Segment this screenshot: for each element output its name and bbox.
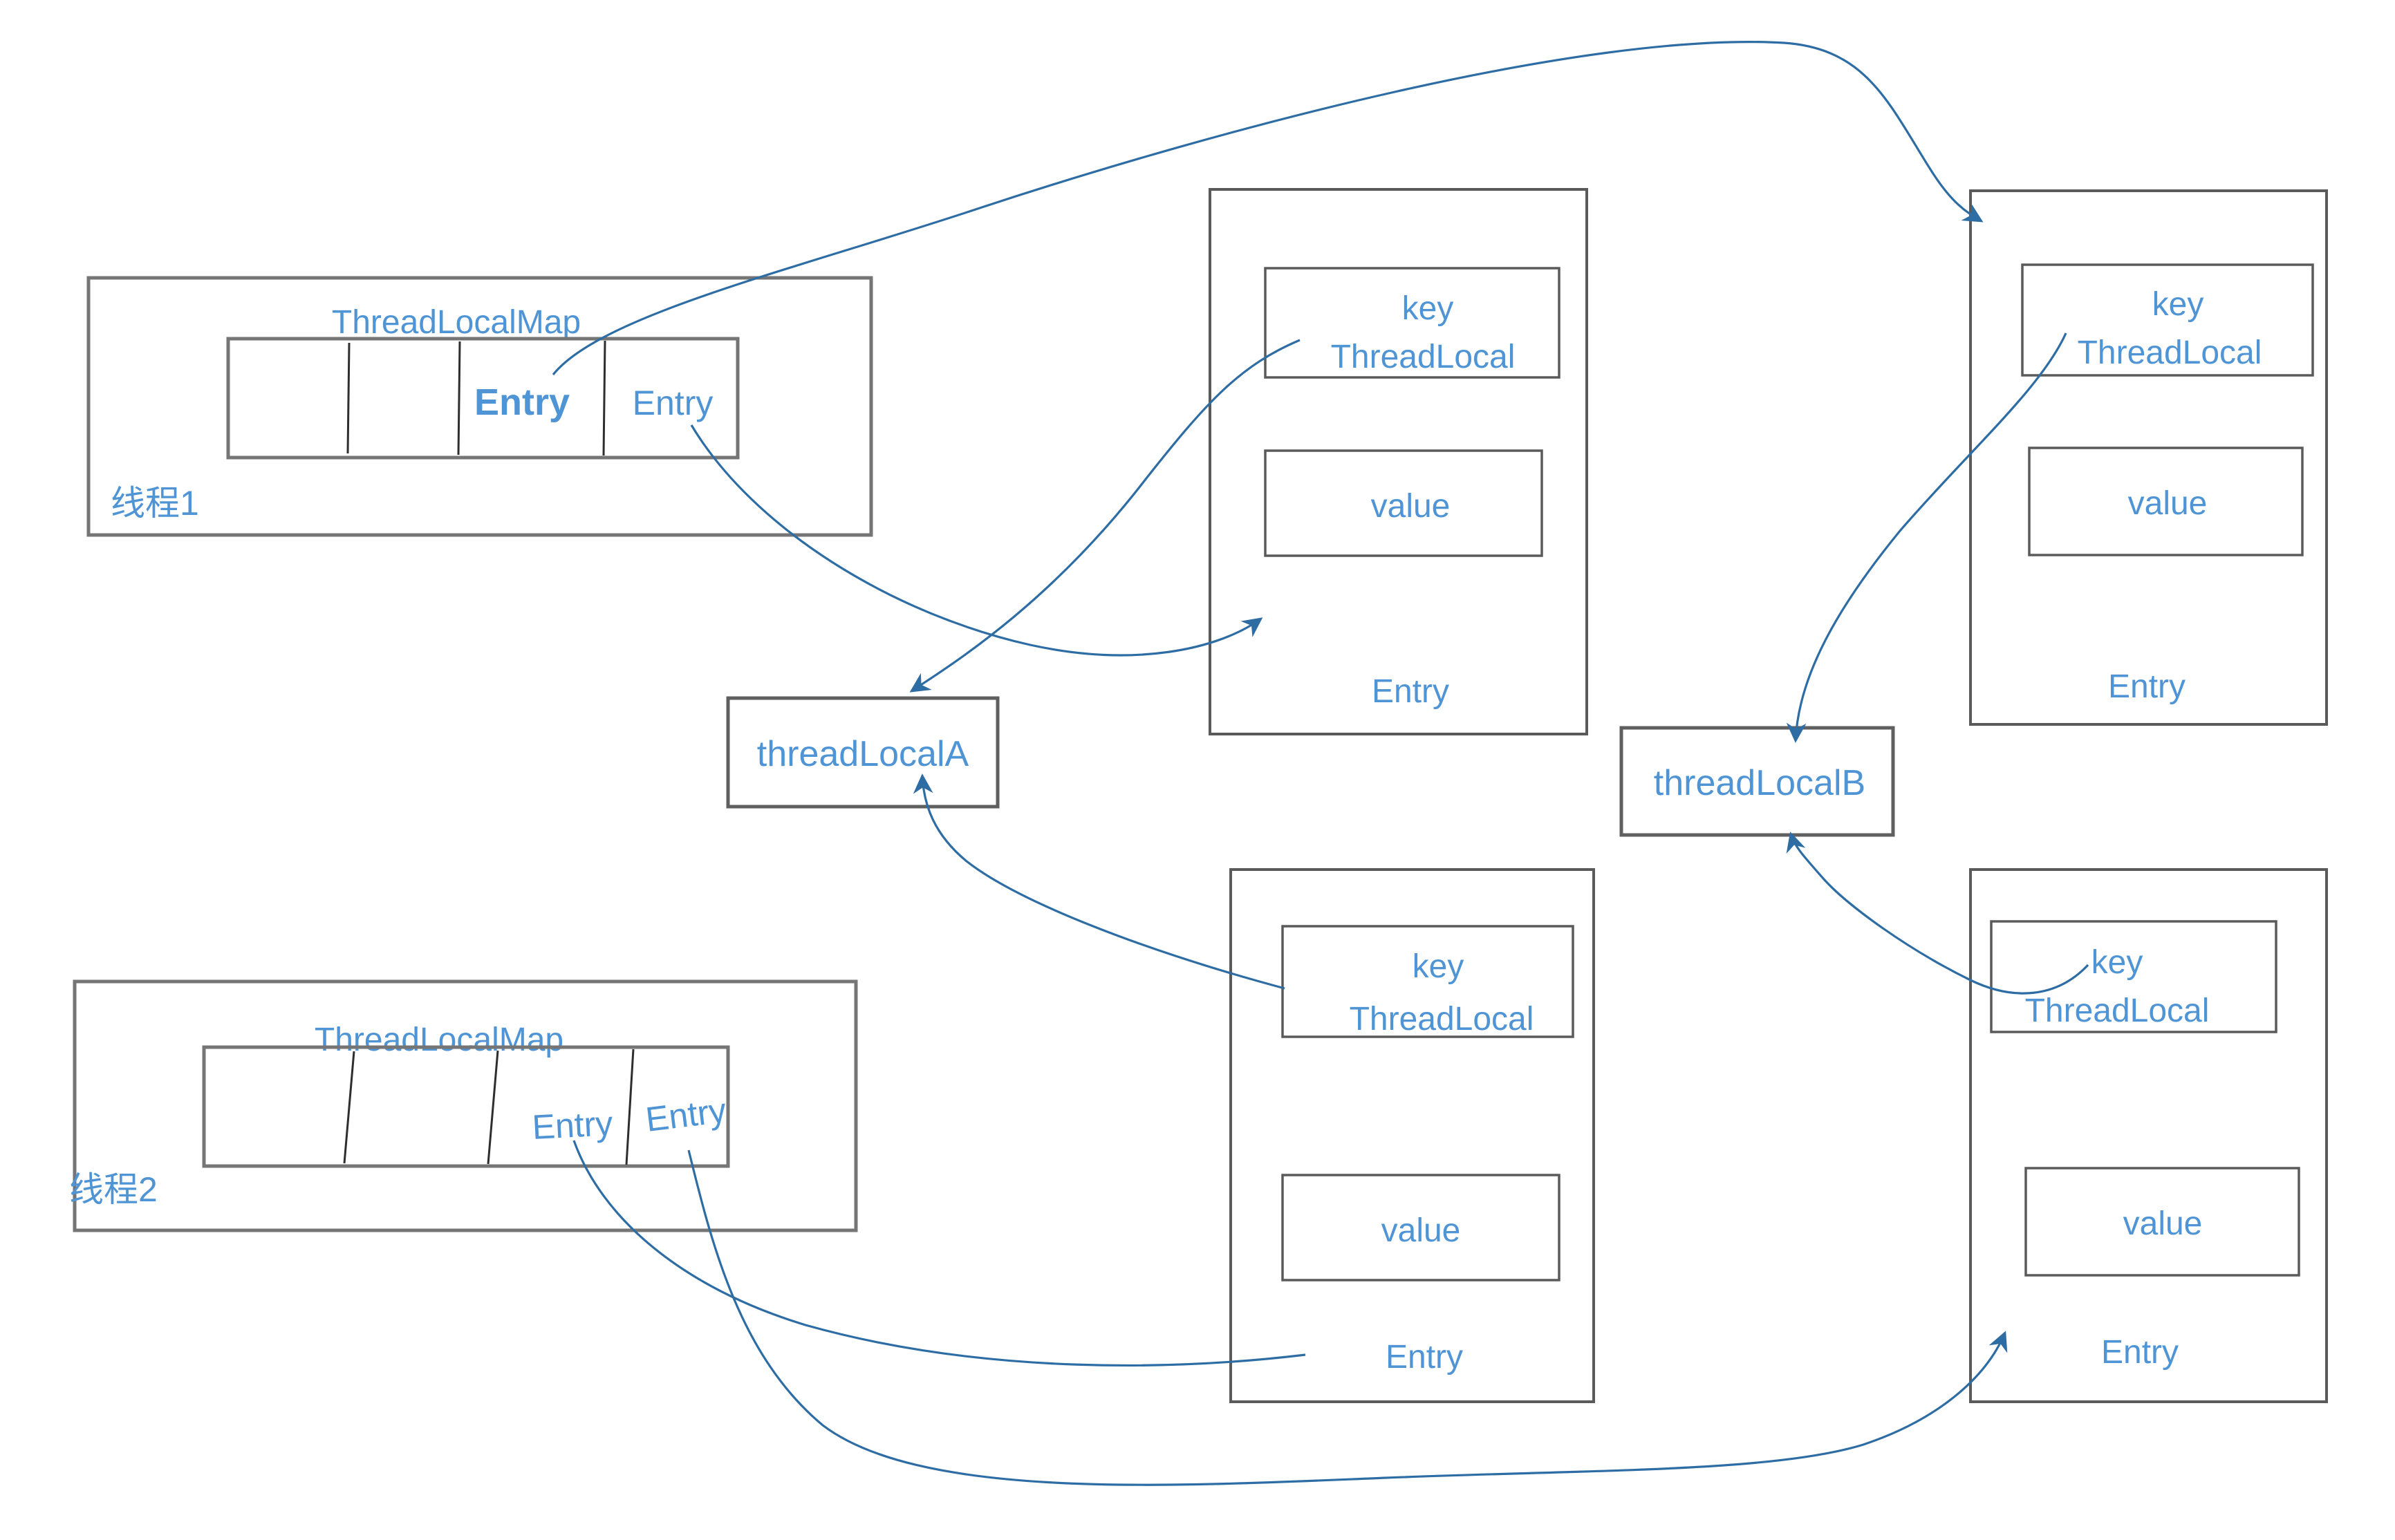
value-label: value (2128, 485, 2208, 522)
arrow-thread2-entry-to-bottom-middle-entry (572, 1140, 1306, 1367)
entry-bottom-middle-value-box (1281, 1174, 1560, 1281)
key-label: key (1413, 948, 1464, 985)
thread1-map-title: ThreadLocalMap (332, 304, 581, 341)
thread1-box (86, 276, 873, 537)
arrow-thread2-entry-to-bottom-right-entry (687, 1149, 2008, 1486)
entry-label: Entry (2108, 668, 2186, 705)
key-type-label: ThreadLocal (2025, 993, 2210, 1029)
thread2-label: 线程2 (69, 1170, 158, 1209)
thread1-label: 线程1 (111, 484, 199, 523)
thread1-cell4-entry-label: Entry (633, 384, 714, 422)
entry-bottom-right-key-box (1990, 920, 2277, 1033)
entry-bottom-middle-box (1229, 868, 1595, 1403)
thread1-map-table (226, 337, 740, 460)
arrow-top-right-key-to-threadlocal-b (1786, 332, 2067, 743)
entry-top-right-box (1969, 189, 2328, 726)
arrows-group (552, 41, 2089, 1486)
entry-top-middle-value-box (1264, 449, 1543, 557)
arrow-bottom-middle-key-to-threadlocal-a (913, 773, 1285, 990)
entry-object-bottom-right: key ThreadLocal value Entry (1969, 868, 2328, 1403)
threadlocal-a-group: threadLocalA (726, 696, 1000, 809)
key-label: key (2152, 286, 2204, 323)
key-type-label: ThreadLocal (2078, 335, 2262, 371)
arrow-top-middle-key-to-threadlocal-a (909, 339, 1301, 693)
entry-top-middle-key-box (1264, 267, 1560, 379)
thread2-group: ThreadLocalMap Entry Entry 线程2 (69, 979, 858, 1232)
thread2-map-table (202, 1045, 730, 1168)
entry-top-right-value-box (2028, 447, 2304, 556)
threadlocal-b-group: threadLocalB (1619, 726, 1895, 837)
thread2-cell-divider-1 (343, 1051, 355, 1164)
arrow-bottom-right-key-to-threadlocal-b (1786, 832, 2089, 995)
entry-bottom-right-value-box (2024, 1167, 2300, 1277)
thread2-cell3-entry-label: Entry (531, 1104, 613, 1147)
key-label: key (1402, 290, 1454, 327)
threadlocal-a-box (726, 696, 1000, 809)
entry-bottom-right-box (1969, 868, 2328, 1403)
thread1-cell3-entry-label: Entry (474, 382, 570, 423)
entry-label: Entry (2101, 1334, 2179, 1371)
thread1-cell-divider-1 (346, 342, 351, 454)
entry-object-top-middle: key ThreadLocal value Entry (1209, 188, 1588, 735)
value-label: value (1381, 1212, 1461, 1249)
entry-label: Entry (1372, 673, 1449, 710)
thread1-group: ThreadLocalMap Entry Entry 线程1 (86, 276, 873, 537)
arrow-thread1-entry-to-top-middle-entry (690, 424, 1263, 657)
arrow-thread1-entry-to-top-right-entry (552, 41, 1984, 376)
entry-label: Entry (1386, 1339, 1463, 1375)
key-type-label: ThreadLocal (1331, 339, 1516, 375)
thread1-cell-divider-3 (602, 340, 606, 456)
entry-top-middle-box (1209, 188, 1588, 735)
thread1-cell-divider-2 (457, 341, 461, 456)
value-label: value (2123, 1205, 2203, 1242)
threadlocal-b-box (1619, 726, 1895, 837)
entry-top-right-key-box (2021, 263, 2314, 377)
key-type-label: ThreadLocal (1350, 1001, 1534, 1037)
threadlocal-b-label: threadLocalB (1654, 763, 1865, 803)
key-label: key (2091, 944, 2143, 981)
entry-object-top-right: key ThreadLocal value Entry (1969, 189, 2328, 726)
thread2-cell4-entry-label: Entry (644, 1091, 729, 1139)
entry-object-bottom-middle: key ThreadLocal value Entry (1229, 868, 1595, 1403)
thread2-map-title: ThreadLocalMap (315, 1022, 563, 1058)
thread2-cell-divider-2 (487, 1050, 499, 1165)
threadlocal-a-label: threadLocalA (757, 734, 969, 774)
thread2-box (73, 979, 858, 1232)
value-label: value (1371, 488, 1451, 525)
entry-bottom-middle-key-box (1281, 925, 1574, 1038)
thread2-cell-divider-3 (625, 1049, 635, 1165)
